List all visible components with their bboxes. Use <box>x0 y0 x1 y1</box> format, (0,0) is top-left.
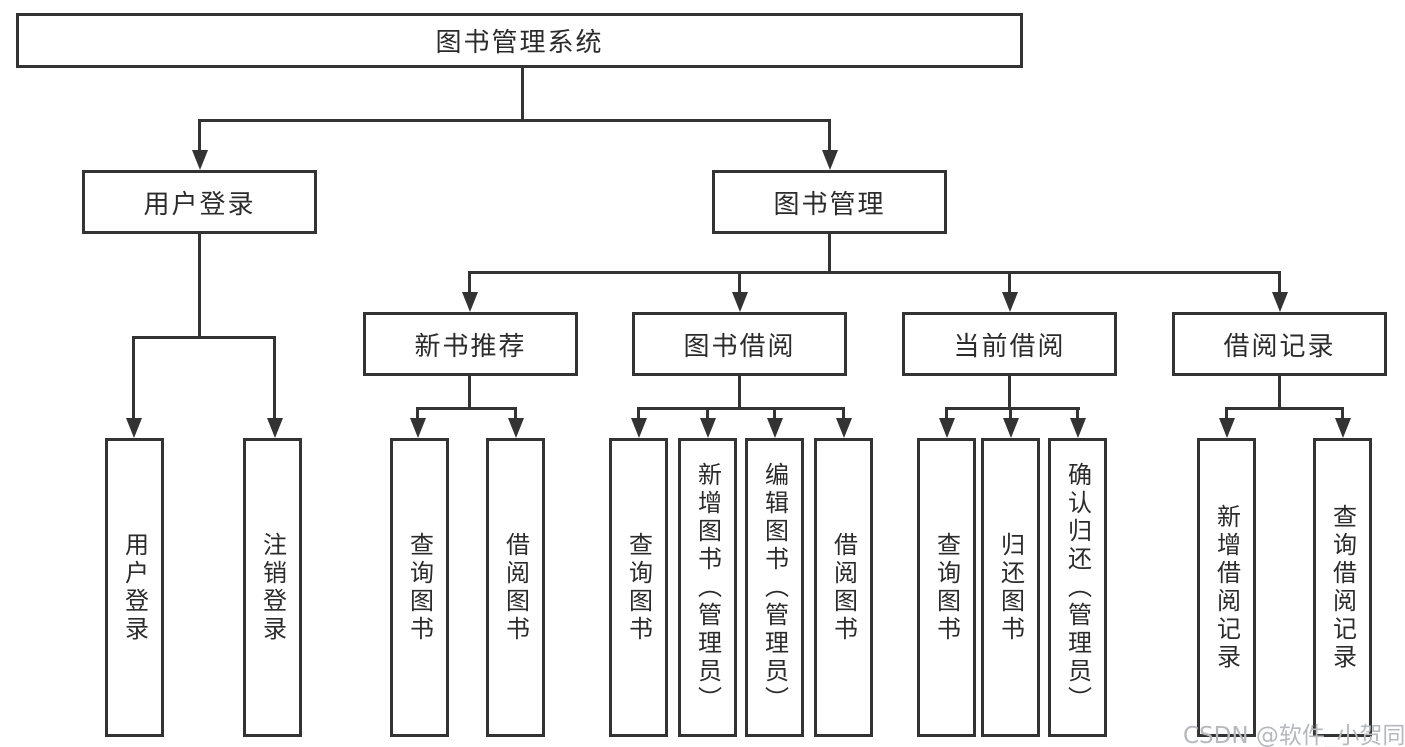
node-root-label: 图书管理系统 <box>435 28 604 58</box>
connector-drop-rec-query <box>416 407 419 420</box>
connector-level2-rail <box>468 271 1281 274</box>
connector-drop-bb-add <box>706 407 709 420</box>
arrowhead-login <box>126 418 142 438</box>
connector-drop-new-book-rec <box>468 271 471 296</box>
arrowhead-bb-query <box>631 418 647 438</box>
arrowhead-user-login <box>192 150 208 170</box>
arrowhead-book-borrow <box>732 292 748 312</box>
leaf-cb-query-books: 查询图书 <box>917 438 976 737</box>
connector-current-borrow-stem <box>1008 376 1011 410</box>
leaf-br-query-record: 查询借阅记录 <box>1313 438 1372 737</box>
node-book-borrow: 图书借阅 <box>632 312 847 376</box>
connector-book-borrow-stem <box>738 376 741 410</box>
leaf-rec-borrow-books: 借阅图书 <box>486 438 545 737</box>
leaf-rec-query-books-label: 查询图书 <box>405 531 434 644</box>
connector-level1-rail <box>198 119 831 122</box>
node-root: 图书管理系统 <box>16 13 1023 68</box>
leaf-br-query-record-label: 查询借阅记录 <box>1328 503 1357 672</box>
connector-drop-bb-edit <box>773 407 776 420</box>
connector-current-borrow-rail <box>945 407 1080 410</box>
leaf-user-login-label: 用户登录 <box>120 531 149 644</box>
connector-user-login-stem <box>198 234 201 339</box>
node-borrow-records-label: 借阅记录 <box>1223 331 1336 362</box>
connector-borrow-records-rail <box>1225 407 1344 410</box>
leaf-bb-borrow-books-label: 借阅图书 <box>829 531 858 644</box>
arrowhead-rec-borrow <box>508 418 524 438</box>
leaf-logout: 注销登录 <box>243 438 302 737</box>
arrowhead-bb-borrow <box>836 418 852 438</box>
leaf-cb-confirm-return-admin-label: 确认归还（管理员） <box>1063 461 1092 714</box>
node-new-book-rec-label: 新书推荐 <box>414 331 527 362</box>
connector-book-borrow-rail <box>637 407 845 410</box>
arrowhead-book-mgmt <box>822 150 838 170</box>
node-current-borrow-label: 当前借阅 <box>953 331 1066 362</box>
arrowhead-cb-return <box>1003 418 1019 438</box>
arrowhead-rec-query <box>410 418 426 438</box>
node-user-login-label: 用户登录 <box>143 189 256 220</box>
connector-drop-cb-query <box>945 407 948 420</box>
leaf-rec-query-books: 查询图书 <box>390 438 449 737</box>
connector-user-login-rail <box>132 336 276 339</box>
leaf-bb-query-books: 查询图书 <box>609 438 668 737</box>
node-book-mgmt-label: 图书管理 <box>773 189 886 220</box>
connector-drop-bb-query <box>637 407 640 420</box>
connector-drop-cb-return <box>1009 407 1012 420</box>
leaf-bb-query-books-label: 查询图书 <box>624 531 653 644</box>
connector-new-book-rec-rail <box>416 407 517 410</box>
connector-new-book-rec-stem <box>468 376 471 410</box>
node-book-mgmt: 图书管理 <box>712 170 947 234</box>
arrowhead-bb-add <box>700 418 716 438</box>
connector-drop-current-borrow <box>1008 271 1011 296</box>
connector-drop-cb-confirm <box>1076 407 1079 420</box>
leaf-cb-query-books-label: 查询图书 <box>932 531 961 644</box>
leaf-br-add-record: 新增借阅记录 <box>1197 438 1256 737</box>
leaf-user-login: 用户登录 <box>105 438 164 737</box>
leaf-cb-return-books: 归还图书 <box>981 438 1040 737</box>
connector-drop-logout <box>273 336 276 420</box>
arrowhead-current-borrow <box>1002 292 1018 312</box>
leaf-br-add-record-label: 新增借阅记录 <box>1212 503 1241 672</box>
node-user-login: 用户登录 <box>82 170 317 234</box>
node-book-borrow-label: 图书借阅 <box>683 331 796 362</box>
connector-drop-user-login <box>198 119 201 152</box>
connector-root-stem <box>521 68 524 122</box>
node-current-borrow: 当前借阅 <box>902 312 1117 376</box>
arrowhead-borrow-records <box>1272 292 1288 312</box>
connector-drop-bb-borrow <box>842 407 845 420</box>
arrowhead-bb-edit <box>767 418 783 438</box>
connector-borrow-records-stem <box>1278 376 1281 410</box>
connector-drop-br-query <box>1341 407 1344 420</box>
arrowhead-br-add <box>1219 418 1235 438</box>
arrowhead-logout <box>267 418 283 438</box>
node-borrow-records: 借阅记录 <box>1172 312 1387 376</box>
leaf-rec-borrow-books-label: 借阅图书 <box>501 531 530 644</box>
arrowhead-new-book-rec <box>462 292 478 312</box>
leaf-bb-edit-books-admin: 编辑图书（管理员） <box>745 438 804 737</box>
connector-drop-book-borrow <box>738 271 741 296</box>
leaf-bb-edit-books-admin-label: 编辑图书（管理员） <box>760 461 789 714</box>
csdn-watermark: CSDN @软件_小贺同学 <box>1183 723 1405 747</box>
connector-drop-rec-borrow <box>514 407 517 420</box>
connector-drop-borrow-records <box>1278 271 1281 296</box>
connector-book-mgmt-stem <box>828 234 831 274</box>
arrowhead-br-query <box>1335 418 1351 438</box>
leaf-cb-return-books-label: 归还图书 <box>996 531 1025 644</box>
leaf-bb-add-books-admin-label: 新增图书（管理员） <box>693 461 722 714</box>
leaf-bb-add-books-admin: 新增图书（管理员） <box>678 438 737 737</box>
leaf-logout-label: 注销登录 <box>258 531 287 644</box>
node-new-book-rec: 新书推荐 <box>363 312 578 376</box>
connector-drop-login <box>132 336 135 420</box>
arrowhead-cb-query <box>939 418 955 438</box>
connector-drop-book-mgmt <box>828 119 831 152</box>
leaf-cb-confirm-return-admin: 确认归还（管理员） <box>1048 438 1107 737</box>
leaf-bb-borrow-books: 借阅图书 <box>814 438 873 737</box>
arrowhead-cb-confirm <box>1070 418 1086 438</box>
connector-drop-br-add <box>1225 407 1228 420</box>
